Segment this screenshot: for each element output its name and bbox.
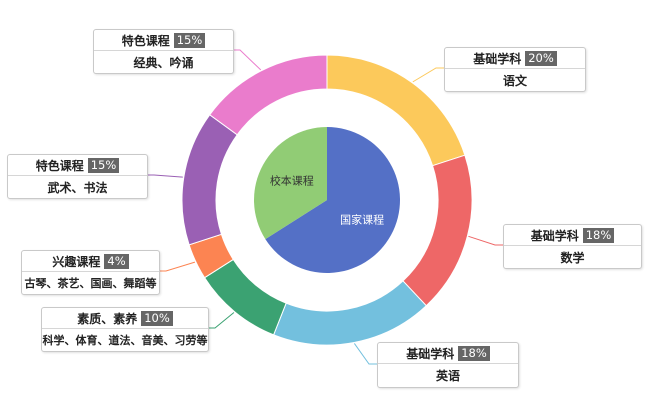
callout-category: 特色课程	[35, 158, 84, 173]
pie-slice-0	[265, 127, 401, 274]
callout-subject: 科学、体育、道法、音美、习劳等	[42, 334, 208, 347]
callout-percent: 4%	[104, 253, 129, 269]
inner-pie: 国家课程 校本课程	[254, 127, 401, 274]
ring-segment-5	[181, 114, 238, 246]
callout-percent: 15%	[173, 32, 206, 48]
leader-line-2	[353, 343, 377, 365]
pie-slice-1	[254, 127, 327, 240]
ring-segment-6	[208, 54, 328, 136]
callout-category: 素质、素养	[77, 311, 138, 326]
callout-percent: 18%	[582, 227, 615, 243]
callout-subject: 古琴、茶艺、国画、舞蹈等	[24, 277, 157, 290]
leader-line-6	[232, 49, 262, 71]
leader-line-4	[158, 261, 196, 272]
callout-percent: 20%	[525, 50, 557, 66]
callout-subject: 数学	[560, 250, 585, 265]
ring-segment-1	[402, 154, 473, 307]
callout-subject: 英语	[435, 369, 460, 383]
pie-slice-label-1: 校本课程	[270, 174, 314, 188]
callout-percent: 10%	[141, 310, 173, 326]
callout-category: 特色课程	[121, 33, 170, 48]
leader-lines	[146, 49, 503, 365]
outer-ring	[181, 54, 473, 346]
callout-subject: 武术、书法	[47, 180, 108, 195]
callout-category: 基础学科	[406, 346, 455, 361]
leader-line-0	[412, 67, 444, 83]
leader-line-1	[468, 235, 503, 246]
leader-line-3	[207, 312, 235, 329]
callout-subject: 语文	[502, 73, 527, 88]
ring-segment-2	[272, 280, 427, 346]
pie-slice-label-0: 国家课程	[340, 212, 384, 226]
callout-percent: 18%	[458, 345, 490, 361]
ring-segment-3	[203, 258, 287, 336]
callout-category: 基础学科	[530, 228, 579, 243]
callout-subject: 经典、吟诵	[133, 55, 194, 70]
callout-category: 基础学科	[473, 51, 522, 66]
leader-line-5	[146, 174, 183, 178]
callout-percent: 15%	[87, 157, 120, 173]
callout-category: 兴趣课程	[52, 254, 101, 269]
